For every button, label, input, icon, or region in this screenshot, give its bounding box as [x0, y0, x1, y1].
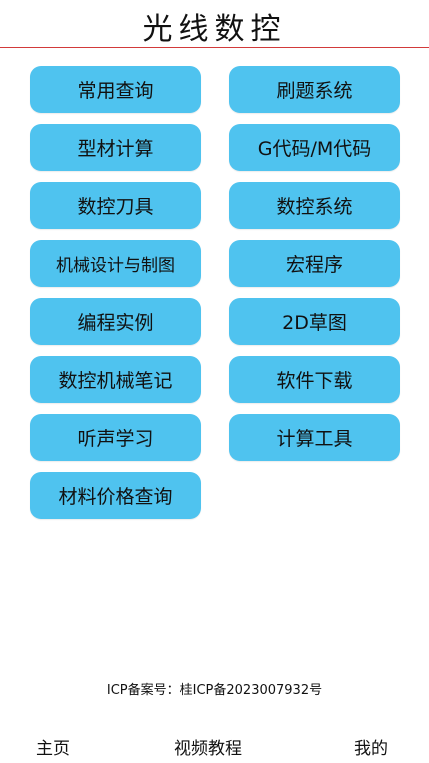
common-query-button[interactable]: 常用查询: [30, 66, 201, 113]
app-title: 光线数控: [142, 12, 287, 47]
menu-grid: 常用查询 刷题系统 型材计算 G代码/M代码 数控刀具 数控系统 机械设计与制图…: [30, 66, 400, 519]
cnc-system-button[interactable]: 数控系统: [229, 182, 400, 229]
g-m-code-button[interactable]: G代码/M代码: [229, 124, 400, 171]
software-download-button[interactable]: 软件下载: [229, 356, 400, 403]
nav-video-tutorials[interactable]: 视频教程: [174, 739, 242, 759]
material-price-button[interactable]: 材料价格查询: [30, 472, 201, 519]
programming-examples-button[interactable]: 编程实例: [30, 298, 201, 345]
bottom-nav: 主页 视频教程 我的: [0, 728, 429, 763]
cnc-notes-button[interactable]: 数控机械笔记: [30, 356, 201, 403]
profile-calculation-button[interactable]: 型材计算: [30, 124, 201, 171]
cnc-tools-button[interactable]: 数控刀具: [30, 182, 201, 229]
app-header: 光线数控: [0, 0, 429, 48]
macro-program-button[interactable]: 宏程序: [229, 240, 400, 287]
nav-mine[interactable]: 我的: [354, 739, 388, 759]
audio-learning-button[interactable]: 听声学习: [30, 414, 201, 461]
calculation-tools-button[interactable]: 计算工具: [229, 414, 400, 461]
nav-home[interactable]: 主页: [36, 739, 70, 759]
icp-record-text: ICP备案号：桂ICP备2023007932号: [106, 683, 323, 698]
question-practice-button[interactable]: 刷题系统: [229, 66, 400, 113]
mechanical-design-button[interactable]: 机械设计与制图: [30, 240, 201, 287]
2d-sketch-button[interactable]: 2D草图: [229, 298, 400, 345]
